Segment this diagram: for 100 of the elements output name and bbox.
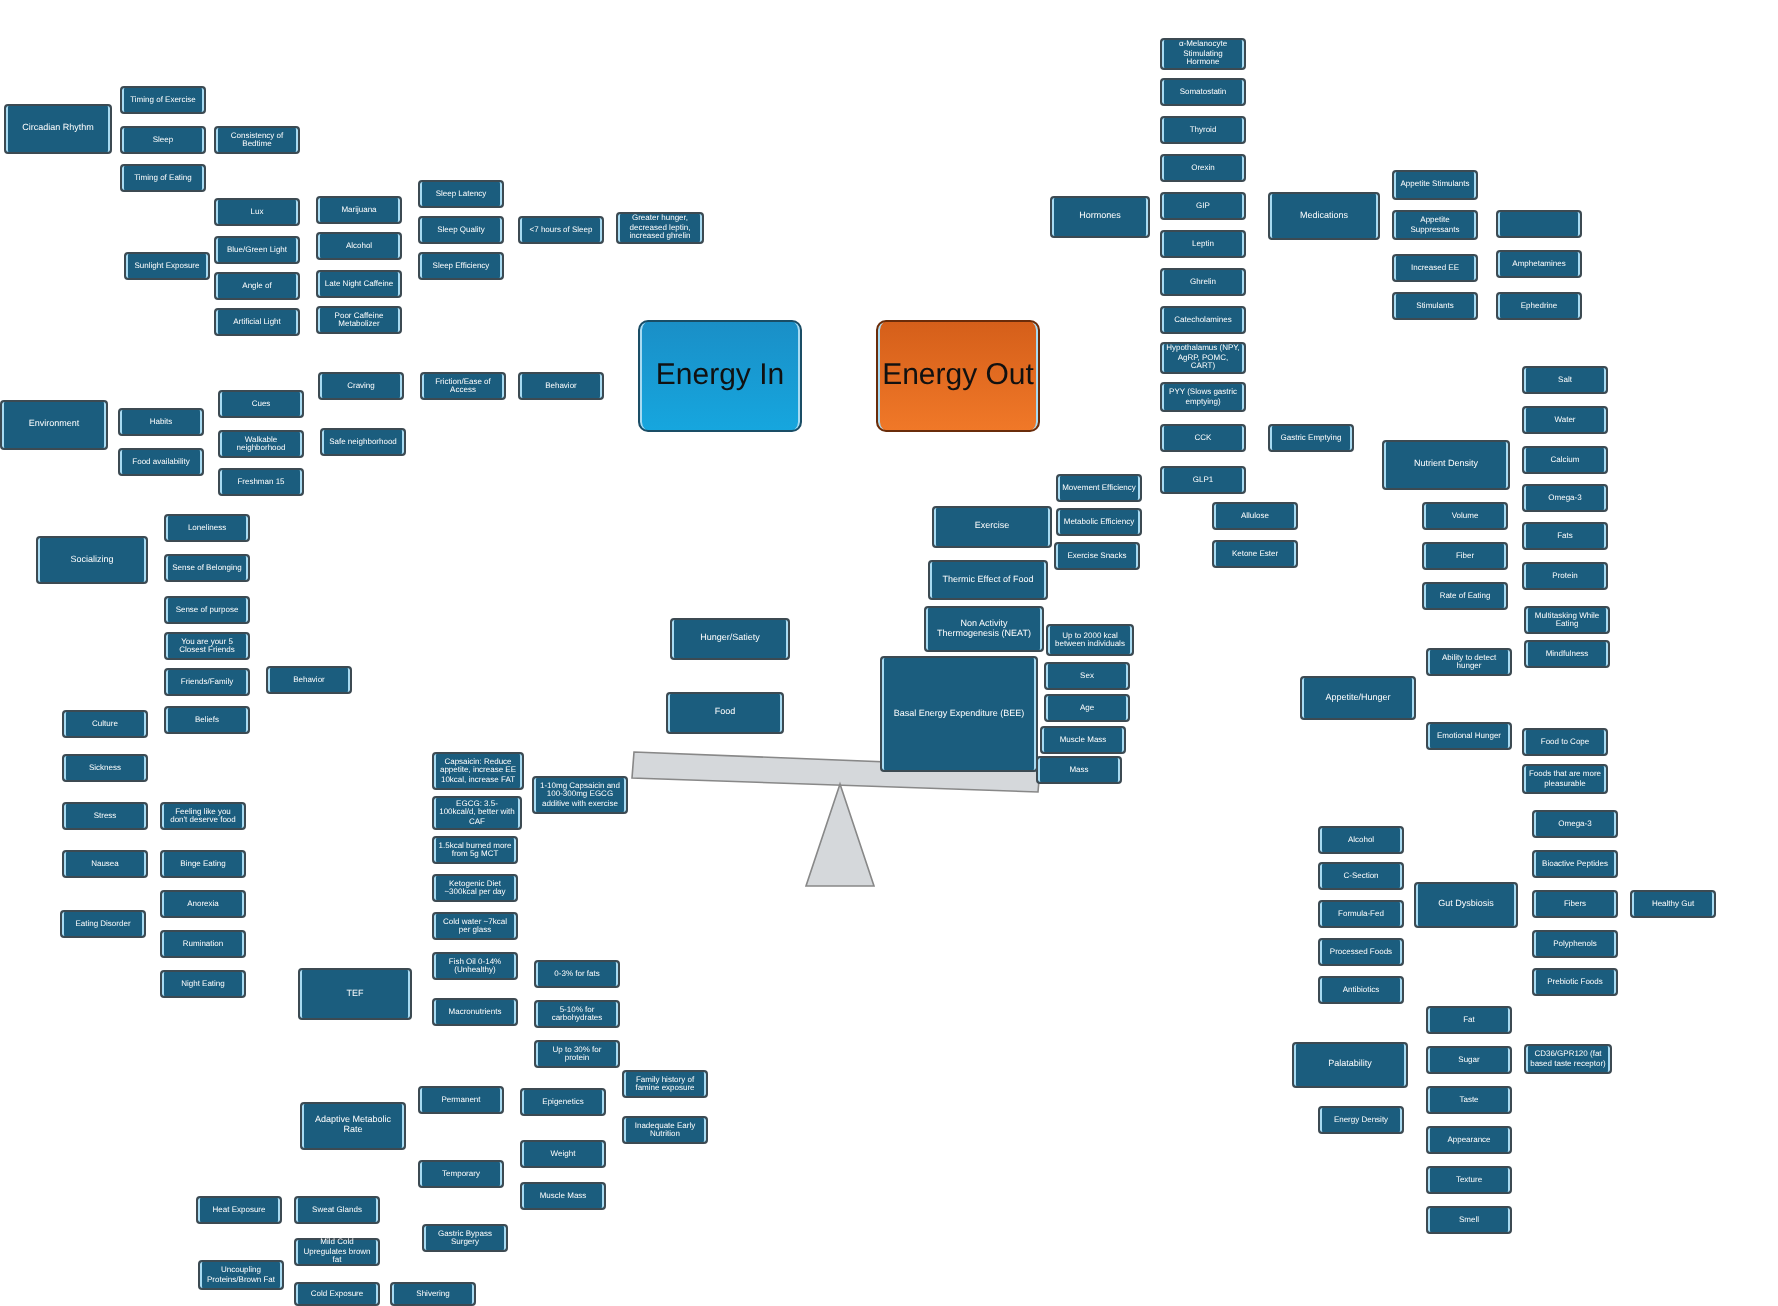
topic-box <box>1532 930 1618 958</box>
topic-box <box>164 632 250 660</box>
topic-box <box>118 448 204 476</box>
topic-box <box>214 236 300 264</box>
topic-box <box>164 514 250 542</box>
topic-box <box>120 126 206 154</box>
topic-box <box>518 216 604 244</box>
category-box <box>1414 882 1518 928</box>
topic-box <box>432 874 518 902</box>
topic-box <box>60 910 146 938</box>
topic-box <box>1426 722 1512 750</box>
topic-box <box>1160 268 1246 296</box>
topic-box <box>622 1116 708 1144</box>
topic-box <box>1532 968 1618 996</box>
topic-box <box>432 796 522 830</box>
topic-box <box>1160 154 1246 182</box>
topic-box <box>1036 756 1122 784</box>
topic-box <box>1426 1166 1512 1194</box>
topic-box <box>432 836 518 864</box>
topic-box <box>214 308 300 336</box>
topic-box <box>164 706 250 734</box>
topic-box <box>390 1282 476 1306</box>
topic-box <box>1160 342 1246 374</box>
topic-box <box>1056 508 1142 536</box>
category-box <box>36 536 148 584</box>
topic-box <box>1522 728 1608 756</box>
topic-box <box>1522 562 1608 590</box>
topic-box <box>320 428 406 456</box>
topic-box <box>214 126 300 154</box>
topic-box <box>418 216 504 244</box>
topic-box <box>520 1182 606 1210</box>
category-box <box>924 606 1044 652</box>
topic-box <box>432 952 518 980</box>
topic-box <box>1160 38 1246 70</box>
topic-box <box>318 372 404 400</box>
category-box <box>1300 676 1416 720</box>
topic-box <box>1160 424 1246 452</box>
topic-box <box>532 776 628 814</box>
topic-box <box>520 1088 606 1116</box>
topic-box <box>1392 254 1478 282</box>
topic-box <box>534 1000 620 1028</box>
topic-box <box>1422 502 1508 530</box>
topic-box <box>1522 366 1608 394</box>
topic-box <box>1318 1106 1404 1134</box>
topic-box <box>418 1160 504 1188</box>
topic-box <box>1522 406 1608 434</box>
topic-box <box>1268 424 1354 452</box>
topic-box <box>422 1224 508 1252</box>
category-box <box>300 1102 406 1150</box>
topic-box <box>518 372 604 400</box>
topic-box <box>1046 624 1134 656</box>
topic-box <box>1054 542 1140 570</box>
topic-box <box>214 272 300 300</box>
category-box <box>4 104 112 154</box>
topic-box <box>1630 890 1716 918</box>
topic-box <box>1522 484 1608 512</box>
topic-box <box>1522 522 1608 550</box>
topic-box <box>1392 210 1478 240</box>
topic-box <box>1160 192 1246 220</box>
topic-box <box>1524 640 1610 668</box>
topic-box <box>160 890 246 918</box>
topic-box <box>534 960 620 988</box>
topic-box <box>62 710 148 738</box>
topic-box <box>1426 1206 1512 1234</box>
topic-box <box>432 752 524 790</box>
topic-box <box>1160 230 1246 258</box>
topic-box <box>1426 648 1512 676</box>
topic-box <box>164 596 250 624</box>
topic-box <box>418 1086 504 1114</box>
topic-box <box>1160 466 1246 494</box>
topic-box <box>418 252 504 280</box>
topic-box <box>62 850 148 878</box>
topic-box <box>62 754 148 782</box>
topic-box <box>1426 1086 1512 1114</box>
topic-box <box>294 1282 380 1306</box>
topic-box <box>1496 250 1582 278</box>
topic-box <box>294 1238 380 1266</box>
topic-box <box>198 1260 284 1290</box>
topic-box <box>120 86 206 114</box>
topic-box <box>1392 292 1478 320</box>
topic-box <box>218 430 304 458</box>
topic-box <box>266 666 352 694</box>
topic-box <box>1426 1046 1512 1074</box>
topic-box <box>316 196 402 224</box>
topic-box <box>418 180 504 208</box>
topic-box <box>1392 170 1478 200</box>
topic-box <box>534 1040 620 1068</box>
category-box <box>932 506 1052 548</box>
category-box <box>876 320 1040 432</box>
topic-box <box>124 252 210 280</box>
topic-box <box>218 390 304 418</box>
topic-box <box>1212 502 1298 530</box>
topic-box <box>1532 850 1618 878</box>
topic-box <box>432 912 518 940</box>
empty-box <box>1496 210 1582 238</box>
topic-box <box>420 372 506 400</box>
category-box <box>1382 440 1510 490</box>
topic-box <box>1422 542 1508 570</box>
topic-box <box>1160 306 1246 334</box>
topic-box <box>622 1070 708 1098</box>
